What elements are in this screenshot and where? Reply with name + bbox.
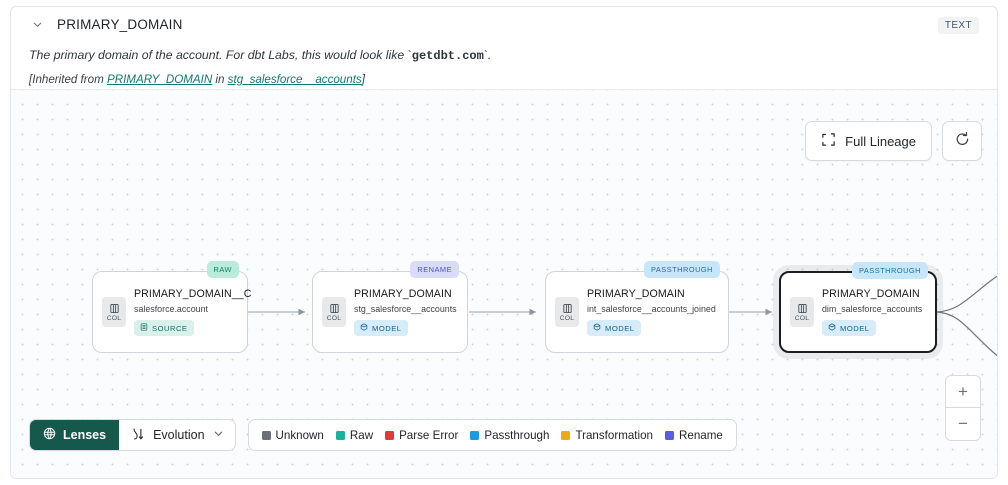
node-kind-label: MODEL [372, 323, 402, 333]
lineage-node[interactable]: RENAME COL PRIMARY_DOMAIN stg_salesforce… [312, 261, 468, 353]
zoom-controls: + − [945, 375, 981, 441]
lens-icon [43, 427, 56, 443]
zoom-out-button[interactable]: − [958, 414, 968, 433]
chevron-down-icon[interactable] [29, 17, 45, 33]
column-header: PRIMARY_DOMAIN TEXT The primary domain o… [11, 7, 997, 89]
inherited-column-link[interactable]: PRIMARY_DOMAIN [106, 73, 213, 86]
legend-item-parse-error: Parse Error [385, 429, 458, 442]
lenses-label: Lenses [63, 428, 107, 442]
legend-item-rename: Rename [665, 429, 723, 442]
legend-swatch [561, 430, 571, 440]
evolution-dropdown[interactable]: Evolution [119, 420, 234, 450]
node-kind-badge: MODEL [822, 320, 876, 336]
lenses-button[interactable]: Lenses [30, 420, 120, 450]
type-badge: TEXT [937, 17, 979, 34]
node-kind-badge: MODEL [354, 320, 408, 336]
node-subtitle: int_salesforce__accounts_joined [587, 304, 716, 314]
legend-label: Raw [349, 428, 374, 442]
node-subtitle: stg_salesforce__accounts [354, 304, 457, 314]
refresh-button[interactable] [942, 121, 982, 161]
node-title: PRIMARY_DOMAIN__C [134, 288, 252, 300]
legend-swatch [385, 430, 395, 440]
column-icon: COL [102, 297, 126, 327]
inherited-model-link[interactable]: stg_salesforce__accounts [227, 73, 362, 86]
inherited-prefix: [Inherited from [29, 73, 107, 86]
chevron-down-icon [213, 428, 224, 442]
model-icon [828, 323, 836, 333]
legend-label: Parse Error [399, 428, 459, 442]
lineage-node[interactable]: PASSTHROUGH COL PRIMARY_DOMAIN int_sales… [545, 261, 729, 353]
column-description: The primary domain of the account. For d… [29, 48, 492, 63]
node-tag: RENAME [410, 261, 459, 278]
evolution-icon [131, 427, 145, 444]
legend-item-unknown: Unknown [261, 428, 324, 442]
legend-label: Passthrough [484, 428, 550, 442]
node-kind-label: MODEL [840, 323, 870, 333]
node-title: PRIMARY_DOMAIN [822, 288, 920, 300]
legend-item-raw: Raw [335, 428, 374, 442]
column-icon-label: COL [106, 314, 122, 322]
node-tag: RAW [206, 261, 239, 278]
source-icon [140, 323, 148, 333]
description-text-end: . [487, 48, 492, 62]
inherited-from-note: [Inherited from PRIMARY_DOMAIN in stg_sa… [29, 73, 979, 86]
node-subtitle: dim_salesforce_accounts [822, 304, 923, 314]
expand-icon [821, 132, 836, 150]
node-kind-label: SOURCE [152, 323, 188, 333]
column-icon: COL [322, 297, 346, 327]
lineage-edges [248, 275, 997, 357]
lineage-controls: Full Lineage [805, 121, 982, 161]
lineage-bottom-toolbar: Lenses Evolution [29, 419, 737, 451]
refresh-icon [954, 131, 971, 151]
evolution-label: Evolution [153, 428, 205, 442]
full-lineage-label: Full Lineage [845, 133, 916, 149]
lineage-canvas[interactable]: Full Lineage [11, 89, 997, 478]
model-icon [360, 323, 368, 333]
node-tag: PASSTHROUGH [851, 262, 928, 279]
node-title: PRIMARY_DOMAIN [587, 288, 685, 300]
lineage-node[interactable]: RAW COL PRIMARY_DOMAIN__C salesforce.acc… [92, 261, 252, 353]
legend-item-passthrough: Passthrough [470, 429, 549, 442]
node-subtitle: salesforce.account [134, 304, 208, 314]
column-icon: COL [555, 297, 579, 327]
column-icon-label: COL [794, 314, 810, 322]
node-kind-badge: MODEL [587, 320, 641, 336]
node-title: PRIMARY_DOMAIN [354, 288, 452, 300]
node-tag: PASSTHROUGH [643, 261, 720, 278]
lenses-evolution-group: Lenses Evolution [29, 419, 236, 451]
full-lineage-button[interactable]: Full Lineage [805, 121, 932, 161]
node-kind-badge: SOURCE [134, 320, 194, 336]
zoom-in-button[interactable]: + [946, 376, 980, 408]
legend-swatch [261, 430, 271, 440]
lineage-graph: RAW COL PRIMARY_DOMAIN__C salesforce.acc… [11, 90, 997, 478]
lineage-node-selected[interactable]: PASSTHROUGH COL PRIMARY_DOMAIN dim_sales… [779, 262, 937, 353]
model-icon [593, 323, 601, 333]
legend-label: Unknown [275, 428, 324, 442]
legend-swatch [470, 430, 480, 440]
node-kind-label: MODEL [605, 323, 635, 333]
page-title: PRIMARY_DOMAIN [57, 17, 183, 32]
legend-swatch [665, 430, 675, 440]
legend-item-transformation: Transformation [561, 429, 653, 442]
inherited-suffix: ] [361, 73, 365, 86]
legend-label: Rename [679, 428, 723, 442]
lineage-legend: Unknown Raw Parse Error Passthrough [247, 419, 737, 451]
inherited-middle: in [212, 73, 228, 86]
description-code: getdbt.com [411, 49, 484, 63]
column-icon: COL [790, 297, 814, 327]
column-icon-label: COL [559, 314, 575, 322]
legend-label: Transformation [575, 428, 654, 442]
legend-swatch [335, 430, 345, 440]
column-detail-card: PRIMARY_DOMAIN TEXT The primary domain o… [10, 6, 998, 479]
description-text: The primary domain of the account. For d… [29, 48, 408, 62]
column-icon-label: COL [326, 314, 342, 322]
